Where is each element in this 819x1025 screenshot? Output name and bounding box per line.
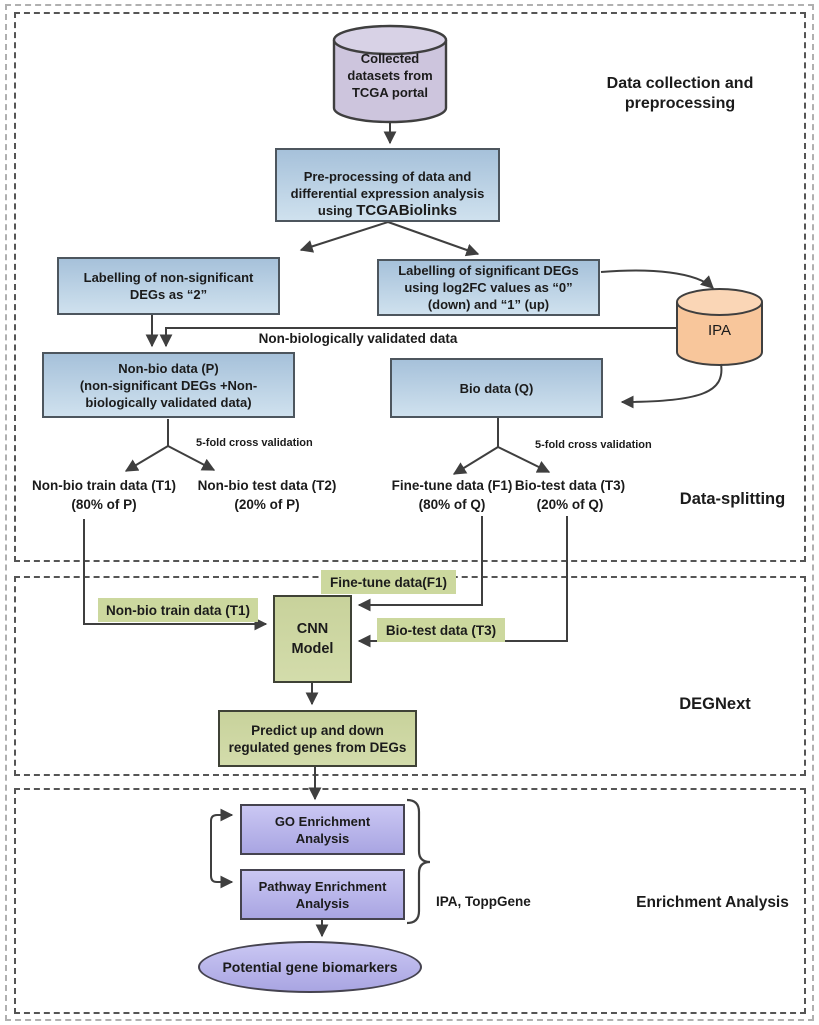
go-enrichment-box: GO Enrichment Analysis xyxy=(240,804,405,855)
enrichment-tools-label: IPA, ToppGene xyxy=(436,894,531,909)
arrow-ipa-to-nonbio xyxy=(159,327,677,348)
tcga-cylinder-top xyxy=(332,24,448,56)
tcga-cylinder-shape xyxy=(332,40,448,124)
cv-note-left: 5-fold cross validation xyxy=(196,437,313,449)
preprocess-tool-name: TCGABiolinks xyxy=(356,202,458,219)
label-significant-box: Labelling of significant DEGs using log2… xyxy=(377,259,600,316)
arrow-nonbio-to-t1 xyxy=(124,445,169,472)
section1-title: Data collection and preprocessing xyxy=(606,75,754,112)
arrow-f1-to-cnn xyxy=(357,516,483,612)
arrow-nonbio-to-t2 xyxy=(167,445,216,471)
section-enrichment xyxy=(14,788,806,1014)
predict-box: Predict up and down regulated genes from… xyxy=(218,710,417,767)
label-nonsignificant-box: Labelling of non-significant DEGs as “2” xyxy=(57,257,280,315)
ipa-cylinder-label: IPA xyxy=(707,321,732,339)
ipa-cylinder-top xyxy=(676,288,763,316)
arrow-bio-to-t3 xyxy=(497,446,551,473)
data-splitting-title: Data-splitting xyxy=(679,490,786,508)
arrow-bio-to-f1 xyxy=(452,446,499,475)
tag-bio-test-data: Bio-test data (T3) xyxy=(377,618,505,642)
arrow-ipa-to-bio xyxy=(620,363,723,409)
ipa-cylinder-shape xyxy=(676,302,763,366)
cnn-model-box: CNN Model xyxy=(273,595,352,683)
preprocess-box-text: Pre-processing of data and differential … xyxy=(290,169,485,218)
section-data-collection xyxy=(14,12,806,562)
nonbio-data-box: Non-bio data (P) (non-significant DEGs +… xyxy=(42,352,295,418)
degnext-title: DEGNext xyxy=(679,695,751,713)
tcga-cylinder-label: Collected datasets from TCGA portal xyxy=(347,51,433,100)
nonbio-validated-note: Non-biologically validated data xyxy=(258,331,458,346)
t2-split-label: Non-bio test data (T2) (20% of P) xyxy=(197,478,337,512)
pathway-enrichment-box: Pathway Enrichment Analysis xyxy=(240,869,405,920)
enrichment-title: Enrichment Analysis xyxy=(636,894,789,911)
arrow-sig-to-ipa xyxy=(600,269,714,289)
f1-split-label: Fine-tune data (F1) (80% of Q) xyxy=(391,478,513,512)
arrow-t1-to-cnn xyxy=(83,519,268,631)
tag-fine-tune-data: Fine-tune data(F1) xyxy=(321,570,456,594)
outer-dashed-frame xyxy=(5,4,814,1021)
t3-split-label: Bio-test data (T3) (20% of Q) xyxy=(514,478,626,512)
t1-split-label: Non-bio train data (T1) (80% of P) xyxy=(32,478,176,512)
arrow-preprocess-to-sig xyxy=(387,221,480,257)
tag-nonbio-train-data: Non-bio train data (T1) xyxy=(98,598,258,622)
preprocess-box: Pre-processing of data and differential … xyxy=(275,148,500,222)
arrow-preprocess-to-nonsig xyxy=(299,221,389,253)
brace-enrichment-tools xyxy=(406,798,431,925)
result-ellipse: Potential gene biomarkers xyxy=(198,941,422,993)
bio-data-box: Bio data (Q) xyxy=(390,358,603,418)
arrow-loop-go-pathway xyxy=(210,808,234,889)
cv-note-right: 5-fold cross validation xyxy=(535,439,652,451)
